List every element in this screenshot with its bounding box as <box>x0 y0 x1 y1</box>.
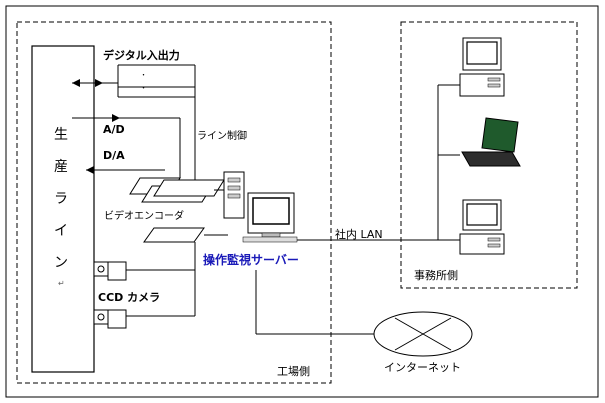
office-laptop <box>461 117 521 167</box>
internet-label: インターネット <box>384 361 461 374</box>
office-desktop-2 <box>459 199 505 255</box>
office-desktop-1 <box>459 37 505 97</box>
svg-text:・: ・ <box>140 84 147 92</box>
line-control-label: ライン制御 <box>197 131 247 142</box>
production-line-char-5: ン <box>54 255 68 271</box>
camera-2 <box>93 309 195 329</box>
da-label: D/A <box>103 149 125 162</box>
lan-label: 社内 LAN <box>335 228 383 241</box>
io-board-3 <box>153 179 225 197</box>
internet-cross-2 <box>394 317 452 351</box>
office-region <box>400 21 578 289</box>
digital-io-label: デジタル入出力 <box>103 49 180 62</box>
video-encoder-label: ビデオエンコーダ <box>104 211 184 222</box>
svg-text:・: ・ <box>140 71 147 79</box>
factory-side-label: 工場側 <box>277 365 310 378</box>
production-line-char-1: 生 <box>54 127 68 143</box>
digital-io-arrow-left <box>72 79 80 87</box>
outer-frame <box>5 5 599 398</box>
factory-region <box>16 21 332 384</box>
office-side-label: 事務所側 <box>414 269 458 282</box>
da-arrow-head <box>86 166 94 174</box>
production-line-char-3: ラ <box>54 191 68 207</box>
video-encoder-board <box>143 227 205 243</box>
production-line-char-2: 産 <box>54 159 68 175</box>
server-label: 操作監視サーバー <box>203 253 299 267</box>
ccd-camera-label: CCD カメラ <box>98 291 161 304</box>
production-line-char-4: イ <box>54 223 68 239</box>
ad-arrow-head <box>112 114 120 122</box>
production-line-box <box>31 45 95 373</box>
ad-label: A/D <box>103 123 125 136</box>
server-keyboard <box>242 236 298 243</box>
digital-io-arrow-right <box>95 79 103 87</box>
camera-1 <box>93 261 195 281</box>
return-mark: ↵ <box>58 279 65 288</box>
